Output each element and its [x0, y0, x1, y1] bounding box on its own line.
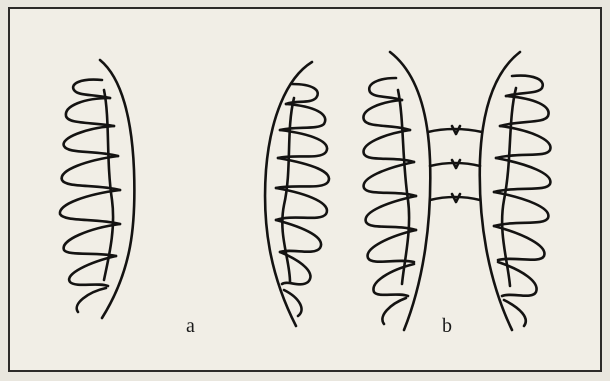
panel-a-left-structure	[60, 60, 135, 318]
fold-7	[498, 262, 537, 296]
fold-2	[500, 96, 549, 126]
panel-b	[363, 52, 550, 330]
panel-a-label: a	[186, 316, 195, 336]
fold-1	[506, 76, 543, 96]
fold-2	[280, 104, 325, 130]
fold-7	[373, 264, 414, 296]
fold-8	[77, 288, 106, 312]
fold-1	[369, 78, 402, 100]
fold-3	[278, 130, 327, 158]
fold-4	[364, 162, 416, 196]
fold-4	[276, 158, 329, 188]
fold-4	[494, 158, 550, 192]
panel-a-right-structure	[265, 62, 329, 326]
panel-b-connectors	[428, 126, 482, 202]
internal-stem	[502, 88, 516, 286]
fold-3	[64, 126, 118, 156]
panel-b-label: b	[442, 316, 452, 336]
internal-stem	[104, 90, 113, 280]
panel-b-left-structure	[363, 52, 430, 330]
panel-b-right-structure	[480, 52, 551, 330]
fold-1	[286, 84, 318, 104]
internal-stem	[398, 90, 409, 284]
fold-3	[496, 126, 550, 158]
fold-8	[382, 298, 406, 324]
fold-7	[280, 252, 310, 284]
panel-a	[60, 60, 329, 326]
fold-3	[364, 130, 414, 162]
outer-curve	[390, 52, 430, 330]
